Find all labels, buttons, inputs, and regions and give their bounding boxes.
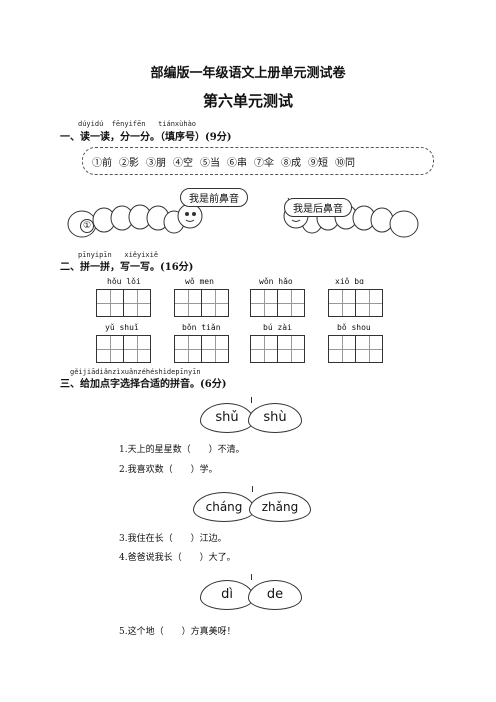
word-pinyin: wǒ men <box>185 277 214 286</box>
choice-item: ④空 <box>173 158 193 169</box>
choice-item: ③朋 <box>146 158 166 169</box>
choice-item: ⑩同 <box>335 158 355 169</box>
writing-grid[interactable] <box>328 335 383 363</box>
choice-item: ⑨短 <box>308 158 328 169</box>
section1-heading: 一、读一读，分一分。（填序号）(9分) <box>60 132 232 143</box>
document-title: 部编版一年级语文上册单元测试卷 <box>150 66 346 81</box>
writing-grid[interactable] <box>174 289 229 317</box>
choice-item: ⑦伞 <box>254 158 274 169</box>
word-pinyin: hǒu lǒi <box>107 277 141 286</box>
choice-item: ①前 <box>92 158 112 169</box>
question-line: 3.我住在长（ ）江边。 <box>119 534 227 544</box>
section1-pinyin: dúyidú fēnyifēn tiánxùhào <box>78 120 197 128</box>
choice-item: ⑤当 <box>200 158 220 169</box>
choice-item: ②影 <box>119 158 139 169</box>
caterpillar-illustration <box>67 197 419 238</box>
section3-heading: 三、给加点字选择合适的拼音。(6分) <box>60 379 227 390</box>
section2-pinyin: pīnyipīn xiěyixiě <box>78 251 159 259</box>
pinyin-option[interactable]: zhǎng <box>249 492 311 522</box>
choice-list: ①前 ②影 ③朋 ④空 ⑤当 ⑥串 ⑦伞 ⑧成 ⑨短 ⑩同 <box>92 154 355 169</box>
front-nasal-bubble: 我是前鼻音 <box>180 188 248 207</box>
word-pinyin: bǒn tiǎn <box>182 323 221 332</box>
pinyin-option[interactable]: de <box>248 580 302 610</box>
word-pinyin: bú zài <box>263 323 292 332</box>
pinyin-leaf-pair: dì de <box>200 574 302 610</box>
left-caterpillar-icon <box>67 197 203 238</box>
section3-pinyin: gěijiādiǎnzìxuǎnzéhéshìdepīnyīn <box>70 368 201 376</box>
pinyin-option[interactable]: shǔ <box>200 403 254 433</box>
word-pinyin: xiǒ bɑ <box>335 277 364 286</box>
question-line: 1.天上的星星数（ ）不清。 <box>119 445 245 455</box>
question-line: 2.我喜欢数（ ）学。 <box>119 465 218 475</box>
document-subtitle: 第六单元测试 <box>202 92 293 110</box>
question-line: 5.这个地（ ）方真美呀！ <box>119 627 236 637</box>
word-pinyin: wǒn hǎo <box>259 277 293 286</box>
pinyin-option[interactable]: dì <box>200 580 254 610</box>
back-nasal-bubble: 我是后鼻音 <box>284 198 352 217</box>
pinyin-leaf-pair: shǔ shù <box>200 397 302 433</box>
word-pinyin: bǒ shou <box>337 323 371 332</box>
word-pinyin: yǔ shuǐ <box>105 323 139 332</box>
choice-box <box>82 147 434 175</box>
writing-grid[interactable] <box>250 335 305 363</box>
answer-circle: ① <box>80 219 94 233</box>
pinyin-option[interactable]: cháng <box>193 492 255 522</box>
choice-item: ⑥串 <box>227 158 247 169</box>
writing-grid[interactable] <box>96 289 151 317</box>
pinyin-leaf-pair: cháng zhǎng <box>193 486 311 522</box>
writing-grid[interactable] <box>96 335 151 363</box>
section2-heading: 二、拼一拼，写一写。(16分) <box>60 262 194 273</box>
choice-item: ⑧成 <box>281 158 301 169</box>
pinyin-option[interactable]: shù <box>248 403 302 433</box>
writing-grid[interactable] <box>328 289 383 317</box>
writing-grid[interactable] <box>174 335 229 363</box>
question-line: 4.爸爸说我长（ ）大了。 <box>119 553 236 563</box>
writing-grid[interactable] <box>250 289 305 317</box>
